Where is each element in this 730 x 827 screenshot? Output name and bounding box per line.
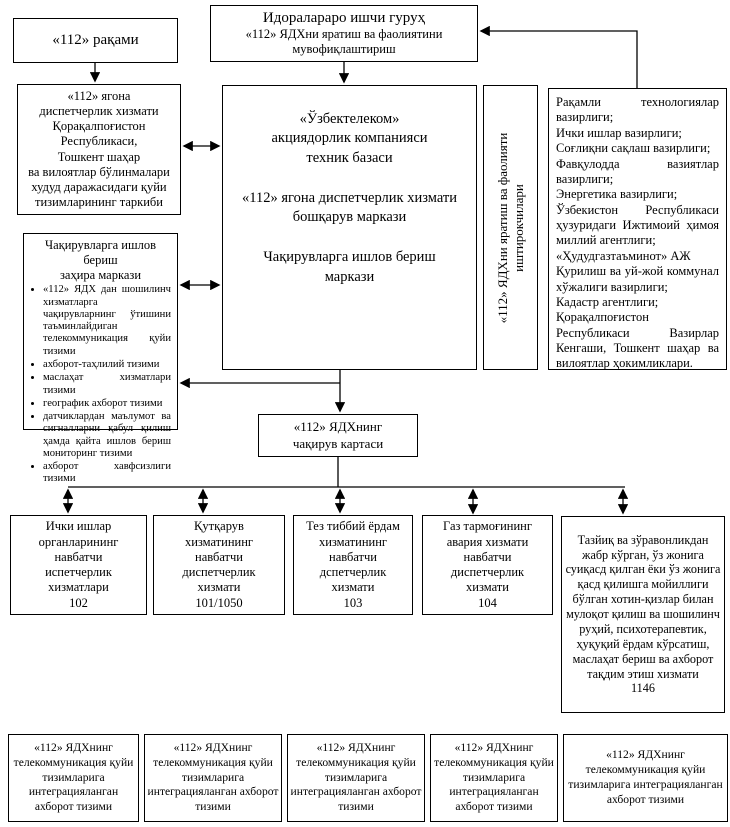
participant-item: Қорақалпоғистон Республикаси Вазирлар Ке… <box>556 310 719 371</box>
service-104-code: 104 <box>478 595 497 610</box>
technical-base-company: «Ўзбектелеком» акциядорлик компанияси те… <box>271 111 428 166</box>
service-104-text: Газ тармоғининг авария хизмати навбатчи … <box>443 519 532 595</box>
service-101-text: Қутқарув хизматининг навбатчи диспетчерл… <box>182 519 256 595</box>
regional-subsystems-text: «112» ягона диспетчерлик хизмати Қорақал… <box>28 88 170 210</box>
integration-text: «112» ЯДХнинг телекоммуникация қуйи тизи… <box>568 748 723 806</box>
service-box-103: Тез тиббий ёрдам хизматининг навбатчи дс… <box>293 515 413 615</box>
service-103-code: 103 <box>343 595 363 610</box>
reserve-subsystem-item: ахборот-таҳлилий тизими <box>43 359 171 371</box>
participant-item: «Ҳудудгазтаъминот» АЖ <box>556 248 691 263</box>
participant-item: Соғлиқни сақлаш вазирлиги; <box>556 141 711 156</box>
box-112-number: «112» рақами <box>13 18 178 63</box>
reserve-subsystem-item: ахборот хавфсизлиги тизими <box>43 461 171 486</box>
participant-item: Фавқулодда вазиятлар вазирлиги; <box>556 156 719 186</box>
workgroup-title: Идоралараро ишчи гуруҳ <box>262 9 426 26</box>
integration-box: «112» ЯДХнинг телекоммуникация қуйи тизи… <box>563 734 728 822</box>
reserve-subsystem-item: «112» ЯДХ дан шошилинч хизматларга чақир… <box>43 284 171 358</box>
integration-box: «112» ЯДХнинг телекоммуникация қуйи тизи… <box>430 734 558 822</box>
technical-base-call-processing: Чақирувларга ишлов бериш маркази <box>263 249 436 285</box>
participant-item: Қурилиш ва уй-жой коммунал хўжалиги вази… <box>556 264 719 294</box>
participant-item: Ўзбекистон Республикаси ҳузуридаги Ижтим… <box>556 202 719 248</box>
box-participants-label: «112» ЯДХни яратиш ва фаолияти иштирокчи… <box>483 85 538 370</box>
workgroup-subtitle: «112» ЯДХни яратиш ва фаолиятини мувофиқ… <box>245 27 443 57</box>
integration-box: «112» ЯДХнинг телекоммуникация қуйи тизи… <box>144 734 282 822</box>
participant-item: Энергетика вазирлиги; <box>556 187 678 202</box>
reserve-center-title: Чақирувларга ишлов бериш заҳира маркази <box>44 238 157 282</box>
integration-text: «112» ЯДХнинг телекоммуникация қуйи тизи… <box>147 740 279 814</box>
integration-box: «112» ЯДХнинг телекоммуникация қуйи тизи… <box>8 734 139 822</box>
service-box-1146: Тазйиқ ва зўравонликдан жабр кўрган, ўз … <box>561 516 725 713</box>
call-card-text: «112» ЯДХнинг чақирув картаси <box>292 419 384 451</box>
integration-text: «112» ЯДХнинг телекоммуникация қуйи тизи… <box>13 740 134 814</box>
participant-item: Ички ишлар вазирлиги; <box>556 125 682 140</box>
box-regional-subsystems: «112» ягона диспетчерлик хизмати Қорақал… <box>17 84 181 215</box>
service-103-text: Тез тиббий ёрдам хизматининг навбатчи дс… <box>306 519 400 595</box>
arrow-participants-to-workgroup <box>479 25 638 88</box>
reserve-subsystem-item: датчиклардан маълумот ва сигналларни қаб… <box>43 411 171 460</box>
box-call-card: «112» ЯДХнинг чақирув картаси <box>258 414 418 457</box>
box-interagency-workgroup: Идоралараро ишчи гуруҳ «112» ЯДХни ярати… <box>210 5 478 62</box>
box-participants-list: Рақамли технологиялар вазирлиги; Ички иш… <box>548 88 727 370</box>
box-112-number-label: «112» рақами <box>52 32 139 48</box>
participant-item: Рақамли технологиялар вазирлиги; <box>556 95 719 125</box>
service-box-102: Ички ишлар органларининг навбатчи испетч… <box>10 515 147 615</box>
box-technical-base: «Ўзбектелеком» акциядорлик компанияси те… <box>222 85 477 370</box>
service-102-text: Ички ишлар органларининг навбатчи испетч… <box>38 519 119 595</box>
service-box-101-1050: Қутқарув хизматининг навбатчи диспетчерл… <box>153 515 285 615</box>
integration-text: «112» ЯДХнинг телекоммуникация қуйи тизи… <box>434 740 554 814</box>
box-reserve-center: Чақирувларга ишлов бериш заҳира маркази … <box>23 233 178 484</box>
service-102-code: 102 <box>69 595 88 610</box>
technical-base-control-center: «112» ягона диспетчерлик хизмати бошқару… <box>242 189 457 226</box>
participants-label-text: «112» ЯДХни яратиш ва фаолияти иштирокчи… <box>494 132 526 323</box>
service-box-104: Газ тармоғининг авария хизмати навбатчи … <box>422 515 553 615</box>
reserve-subsystem-item: географик ахборот тизими <box>43 398 171 410</box>
participant-item: Кадастр агентлиги; <box>556 294 659 309</box>
reserve-subsystem-item: маслаҳат хизматлари тизими <box>43 372 171 397</box>
service-1146-text: Тазйиқ ва зўравонликдан жабр кўрган, ўз … <box>565 532 721 681</box>
reserve-subsystem-list: «112» ЯДХ дан шошилинч хизматларга чақир… <box>30 284 171 486</box>
integration-box: «112» ЯДХнинг телекоммуникация қуйи тизи… <box>287 734 425 822</box>
service-1146-code: 1146 <box>631 681 655 696</box>
service-101-code: 101/1050 <box>195 595 243 610</box>
integration-text: «112» ЯДХнинг телекоммуникация қуйи тизи… <box>290 740 422 814</box>
